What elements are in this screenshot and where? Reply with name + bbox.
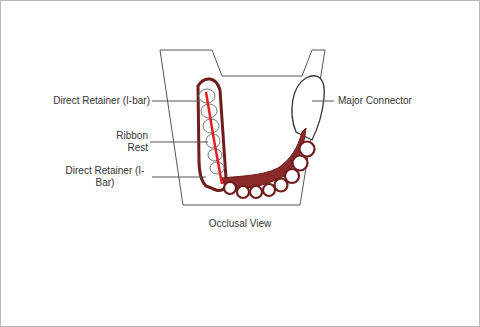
- ribbon-rest-bar: [206, 92, 222, 184]
- leader-lines: [150, 101, 334, 177]
- cast-outline: [160, 50, 325, 205]
- view-caption: Occlusal View: [180, 218, 300, 230]
- denture-base: [198, 79, 226, 191]
- retainer-label: Direct Retainer (I-Bar): [60, 165, 150, 189]
- rest-label: Ribbon Rest: [108, 130, 148, 154]
- anterior-teeth: [224, 142, 315, 199]
- retainer-label: Direct Retainer (I-bar): [40, 95, 150, 107]
- connector-label: Major Connector: [338, 95, 438, 107]
- edentulous-ridge: [292, 76, 324, 140]
